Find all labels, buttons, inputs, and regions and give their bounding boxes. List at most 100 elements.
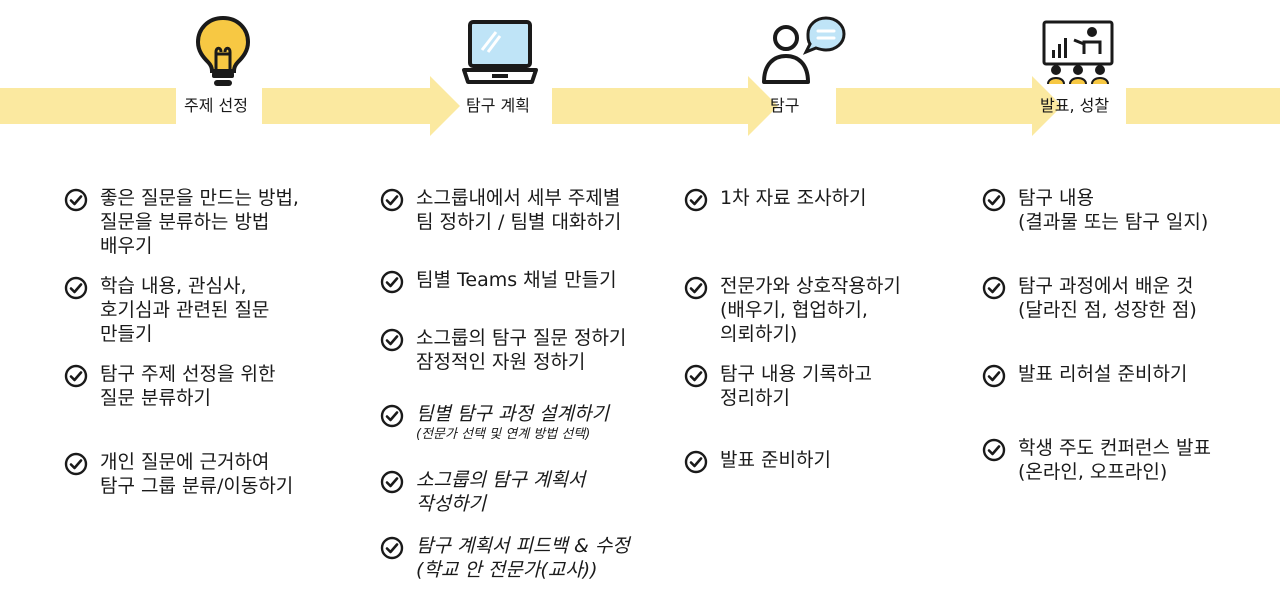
step-item-line: 탐구 과정에서 배운 것 [1018, 275, 1194, 297]
step-item-line: 만들기 [100, 323, 153, 345]
step-item-text: 탐구 내용(결과물 또는 탐구 일지) [1018, 186, 1208, 234]
step-item-line: (배우기, 협업하기, [720, 299, 868, 321]
check-circle-icon [64, 452, 88, 476]
step-item: 팀별 탐구 과정 설계하기 (전문가 선택 및 연계 방법 선택) [380, 402, 609, 444]
step-item-line: 소그룹내에서 세부 주제별 [416, 187, 621, 209]
check-circle-icon [64, 188, 88, 212]
step-item-line: 탐구 계획서 피드백 & 수정 [416, 535, 630, 557]
check-circle-icon [982, 364, 1006, 388]
step-item-line: 전문가와 상호작용하기 [720, 275, 901, 297]
step-item-text: 팀별 탐구 과정 설계하기 (전문가 선택 및 연계 방법 선택) [416, 402, 609, 444]
step-item-line: 좋은 질문을 만드는 방법, [100, 187, 299, 209]
check-circle-icon [380, 470, 404, 494]
flow-arrow-head [1032, 76, 1062, 136]
step-item: 1차 자료 조사하기 [684, 186, 867, 212]
check-circle-icon [982, 276, 1006, 300]
step-item-line: 팀 정하기 / 팀별 대화하기 [416, 211, 622, 233]
stage-label-plan: 탐구 계획 [466, 96, 530, 115]
check-circle-icon [64, 276, 88, 300]
step-item-line: 발표 준비하기 [720, 449, 831, 471]
lightbulb-icon [195, 15, 251, 86]
step-item-line: 학습 내용, 관심사, [100, 275, 247, 297]
step-item: 학생 주도 컨퍼런스 발표(온라인, 오프라인) [982, 436, 1211, 484]
step-item: 발표 준비하기 [684, 448, 831, 474]
step-item-subnote: (전문가 선택 및 연계 방법 선택) [416, 427, 591, 442]
flow-band-segment [262, 88, 436, 124]
check-circle-icon [982, 188, 1006, 212]
check-circle-icon [380, 536, 404, 560]
stage-label-topic: 주제 선정 [184, 96, 248, 115]
step-item-line: 개인 질문에 근거하여 [100, 451, 270, 473]
check-circle-icon [684, 188, 708, 212]
step-item: 팀별 Teams 채널 만들기 [380, 268, 617, 294]
step-item-text: 학생 주도 컨퍼런스 발표(온라인, 오프라인) [1018, 436, 1211, 484]
flow-band-segment [0, 88, 176, 124]
step-item-line: 탐구 주제 선정을 위한 [100, 363, 276, 385]
flow-arrow-head [430, 76, 460, 136]
step-item-line: 팀별 탐구 과정 설계하기 [416, 403, 609, 425]
step-item-line: 소그룹의 탐구 질문 정하기 [416, 327, 627, 349]
step-item-text: 팀별 Teams 채널 만들기 [416, 268, 617, 292]
step-item-line: 발표 리허설 준비하기 [1018, 363, 1188, 385]
step-item-text: 탐구 계획서 피드백 & 수정(학교 안 전문가(교사)) [416, 534, 630, 582]
step-item-line: 질문 분류하기 [100, 387, 211, 409]
step-item-text: 발표 준비하기 [720, 448, 831, 472]
step-item-line: (온라인, 오프라인) [1018, 461, 1168, 483]
step-item: 탐구 계획서 피드백 & 수정(학교 안 전문가(교사)) [380, 534, 630, 582]
step-item-line: 1차 자료 조사하기 [720, 187, 867, 209]
step-item: 탐구 내용(결과물 또는 탐구 일지) [982, 186, 1208, 234]
step-item-text: 탐구 과정에서 배운 것(달라진 점, 성장한 점) [1018, 274, 1197, 322]
step-item-line: 정리하기 [720, 387, 790, 409]
step-item-line: 탐구 내용 기록하고 [720, 363, 872, 385]
check-circle-icon [684, 364, 708, 388]
step-item-line: 호기심과 관련된 질문 [100, 299, 270, 321]
step-item: 탐구 과정에서 배운 것(달라진 점, 성장한 점) [982, 274, 1197, 322]
step-item-line: 잠정적인 자원 정하기 [416, 351, 586, 373]
step-item-line: 질문을 분류하는 방법 [100, 211, 270, 233]
check-circle-icon [380, 188, 404, 212]
presentation-icon [1042, 20, 1114, 85]
step-item-line: (결과물 또는 탐구 일지) [1018, 211, 1209, 233]
step-item-text: 전문가와 상호작용하기(배우기, 협업하기,의뢰하기) [720, 274, 901, 346]
flow-arrow-head [748, 76, 778, 136]
stage-label-inquiry: 탐구 [770, 96, 800, 115]
check-circle-icon [684, 276, 708, 300]
step-item-line: 배우기 [100, 235, 153, 257]
person-speech-icon [762, 16, 846, 84]
check-circle-icon [982, 438, 1006, 462]
stage-label-present: 발표, 성찰 [1040, 96, 1110, 115]
step-item: 발표 리허설 준비하기 [982, 362, 1187, 388]
check-circle-icon [380, 270, 404, 294]
check-circle-icon [380, 404, 404, 428]
step-item-text: 1차 자료 조사하기 [720, 186, 867, 210]
step-item-text: 발표 리허설 준비하기 [1018, 362, 1187, 386]
step-item-line: 작성하기 [416, 493, 486, 515]
laptop-icon [462, 20, 538, 84]
step-item-line: 의뢰하기) [720, 323, 798, 345]
check-circle-icon [380, 328, 404, 352]
step-item-line: 탐구 내용 [1018, 187, 1094, 209]
step-item-line: (달라진 점, 성장한 점) [1018, 299, 1197, 321]
step-item-line: 탐구 그룹 분류/이동하기 [100, 475, 294, 497]
check-circle-icon [64, 364, 88, 388]
step-item-line: 학생 주도 컨퍼런스 발표 [1018, 437, 1211, 459]
step-item: 전문가와 상호작용하기(배우기, 협업하기,의뢰하기) [684, 274, 901, 346]
step-item-line: 소그룹의 탐구 계획서 [416, 469, 586, 491]
step-item-line: (학교 안 전문가(교사)) [416, 559, 598, 581]
flow-band-segment [1126, 88, 1280, 124]
